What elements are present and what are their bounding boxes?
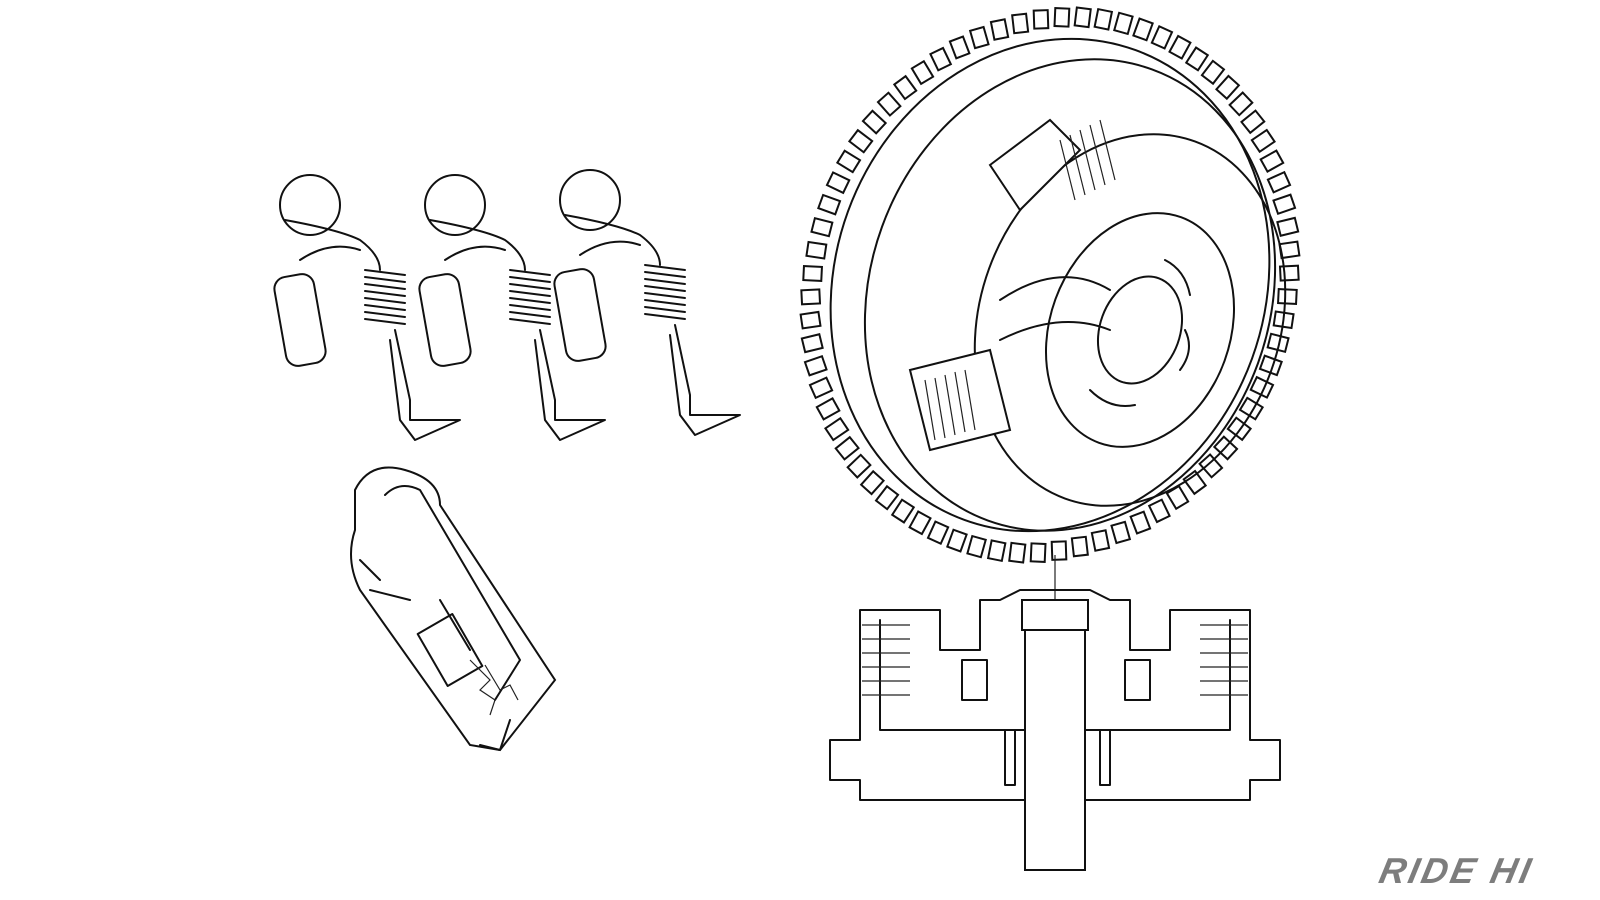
gear-tooth [847,128,874,154]
gear-tooth [825,171,851,195]
gear-tooth [1277,288,1298,305]
gear-tooth [802,265,823,282]
hydraulic-lifter-cutaway [350,466,557,752]
gear-tooth [1198,453,1224,479]
gear-tooth [926,520,950,546]
clutch-gear-assembly [799,6,1301,564]
gear-tooth [908,510,932,536]
gear-tooth [1110,520,1132,545]
gear-tooth [1249,375,1275,399]
gear-tooth [1129,510,1152,535]
gear-tooth [808,376,834,400]
gear-tooth [834,435,860,461]
gear-tooth [1266,170,1292,194]
gear-tooth [966,534,987,559]
gear-tooth [1266,332,1290,354]
gear-tooth [1093,7,1114,31]
clutch-cross-section [829,555,1281,871]
gear-tooth [817,193,842,216]
gear-tooth [1272,193,1297,216]
gear-tooth [835,149,862,174]
gear-tooth [968,25,990,50]
gear-tooth [800,333,824,354]
gear-tooth [1147,498,1171,524]
gear-tooth [846,453,872,479]
gear-tooth [1228,91,1254,117]
valve-train-assemblies [273,169,741,441]
gear-tooth [1090,529,1111,552]
gear-tooth [989,18,1010,41]
gear-teeth [799,6,1301,564]
gear-tooth [1053,6,1071,28]
gear-tooth [1113,11,1134,36]
gear-tooth [1240,109,1266,135]
gear-tooth [1215,74,1241,101]
gear-tooth [799,310,822,330]
gear-tooth [1259,149,1285,173]
gear-tooth [859,469,885,496]
gear-tooth [1238,396,1265,421]
ride-hi-logo: RIDE HI [1375,850,1538,891]
gear-tooth [929,46,953,72]
gear-tooth [803,354,828,377]
gear-tooth [1200,59,1226,86]
gear-tooth [1150,24,1174,50]
gear-tooth [1184,46,1210,72]
gear-tooth [1011,12,1030,35]
gear-tooth [1182,469,1208,496]
gear-tooth [800,288,822,306]
gear-tooth [874,484,900,511]
gear-tooth [805,240,828,260]
gear-tooth [876,91,902,117]
gear-tooth [1008,541,1027,564]
gear-tooth [890,498,916,524]
gear-tooth [1032,9,1050,30]
gear-tooth [861,109,888,135]
gear-tooth [948,35,971,60]
gear-tooth [1168,34,1192,60]
gear-tooth [815,397,841,421]
gear-tooth [824,416,850,442]
gear-tooth [1029,542,1047,564]
gear-tooth [1226,416,1253,442]
gear-tooth [1073,6,1092,29]
gear-tooth [1050,540,1068,561]
gear-tooth [1132,17,1154,42]
gear-tooth [986,539,1007,563]
gear-tooth [1276,216,1300,237]
gear-tooth [1070,535,1089,558]
gear-tooth [1258,354,1283,377]
valve-assembly [553,169,741,436]
gear-tooth [1278,264,1300,282]
valve-assembly [418,174,606,441]
valve-assembly [273,174,461,441]
gear-tooth [810,216,834,238]
gear-tooth [892,74,918,101]
gear-tooth [946,528,968,553]
gear-tooth [910,59,935,86]
gear-tooth [1250,128,1276,154]
